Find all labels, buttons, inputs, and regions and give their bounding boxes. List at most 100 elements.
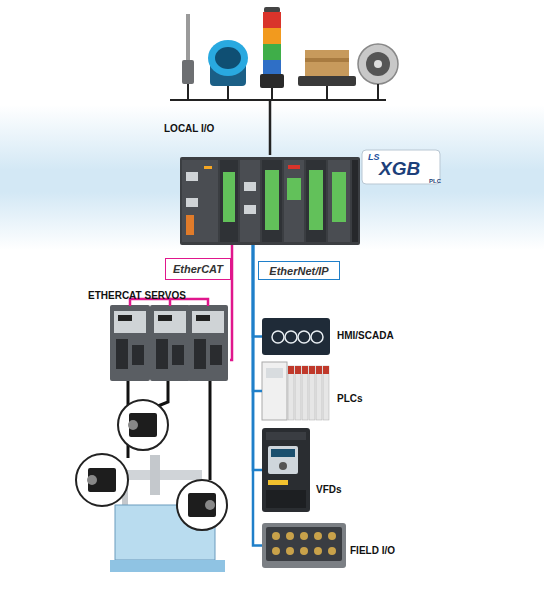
io-module (306, 160, 326, 242)
button-cap (215, 47, 241, 69)
io-housing (262, 523, 346, 568)
hmi-housing (262, 318, 330, 355)
light-orange (263, 28, 281, 44)
protocol-label: EtherCAT (165, 258, 231, 280)
ethernet-port (186, 198, 198, 207)
parcel-box (305, 50, 349, 76)
node-label: FIELD I/O (350, 545, 395, 556)
servo-motor (76, 454, 128, 506)
motor-badge (76, 454, 128, 506)
hmi-gauge (311, 331, 323, 343)
encoder-body (358, 44, 398, 84)
m12-connector (272, 547, 280, 555)
vfd-knob (279, 462, 287, 470)
servo-drive (150, 305, 190, 381)
light-green (263, 44, 281, 60)
machine-column (150, 455, 160, 495)
drive-connector (194, 339, 206, 369)
device-wire (377, 84, 379, 100)
drive-panel (114, 311, 146, 333)
plc-label (266, 368, 283, 378)
drive-display (118, 315, 132, 321)
device-node: VFDs (262, 428, 310, 512)
ethernet-port (244, 182, 256, 191)
network-link (253, 245, 262, 337)
background-band (0, 105, 544, 250)
terminal-block (223, 172, 235, 222)
m12-connector (314, 532, 322, 540)
terminal-block (265, 170, 279, 230)
terminal-block (309, 170, 323, 230)
node-label: VFDs (316, 484, 342, 495)
motor-body (88, 468, 116, 492)
parcel-tape (305, 58, 349, 62)
rotary-encoder (358, 44, 398, 100)
network-link (269, 100, 272, 155)
motor-flange (87, 475, 97, 485)
protocol-label: EtherNet/IP (258, 261, 340, 280)
plc-module (302, 366, 308, 420)
sensor-body (182, 60, 194, 84)
device-wire (326, 86, 328, 100)
plc-module (288, 366, 294, 420)
node-label: PLC (429, 178, 441, 185)
io-module (328, 160, 350, 242)
cpu-module (182, 160, 218, 242)
plc-module (295, 366, 301, 420)
device-node: FIELD I/O (262, 523, 346, 568)
motor-badge (177, 480, 227, 530)
light-red (263, 12, 281, 28)
drive-panel (192, 311, 224, 333)
vfd-terminals (266, 490, 306, 508)
m12-connector (286, 532, 294, 540)
drive-connector (210, 345, 222, 365)
vfd-vent (266, 432, 306, 440)
io-module (220, 160, 238, 242)
m12-connector (300, 532, 308, 540)
drive-panel (154, 311, 186, 333)
motor-body (188, 493, 216, 517)
motor-cable (209, 381, 212, 480)
module-tab (288, 366, 294, 374)
status-led (288, 165, 300, 169)
hmi-gauge (298, 331, 310, 343)
comm-module (240, 160, 260, 242)
sensor-rod (186, 14, 190, 64)
module-tab (323, 366, 329, 374)
device-wire (187, 84, 189, 100)
io-module (284, 160, 304, 242)
node-label: HMI/SCADA (337, 330, 394, 341)
button-ring (208, 40, 248, 76)
servo-drives (110, 299, 228, 381)
servo-group: ETHERCAT SERVOS (85, 290, 230, 385)
drive-connector (172, 345, 184, 365)
remote-plc (262, 362, 329, 420)
vfd-display (271, 449, 295, 457)
plc-module (316, 366, 322, 420)
machine-top-frame (120, 470, 202, 480)
plc-module (323, 366, 329, 420)
io-module (262, 160, 282, 242)
encoder-face (366, 52, 390, 76)
ethernet-port (186, 172, 198, 181)
machine-base (110, 560, 225, 572)
device-node: PLCs (262, 360, 330, 422)
rack-base (180, 157, 360, 245)
drive-connector (132, 345, 144, 365)
status-led (204, 166, 212, 169)
servo-motor (118, 400, 168, 450)
m12-connector (300, 547, 308, 555)
motor-badge (118, 400, 168, 450)
node-label: XGB (379, 159, 420, 180)
io-group: LOCAL I/O (160, 10, 395, 100)
plc-rack (180, 157, 360, 245)
m12-connector (314, 547, 322, 555)
device-wire (227, 86, 229, 100)
m12-connector (328, 547, 336, 555)
vfd-warning-label (268, 480, 288, 485)
scale-platform (298, 76, 356, 86)
m12-connector (272, 532, 280, 540)
